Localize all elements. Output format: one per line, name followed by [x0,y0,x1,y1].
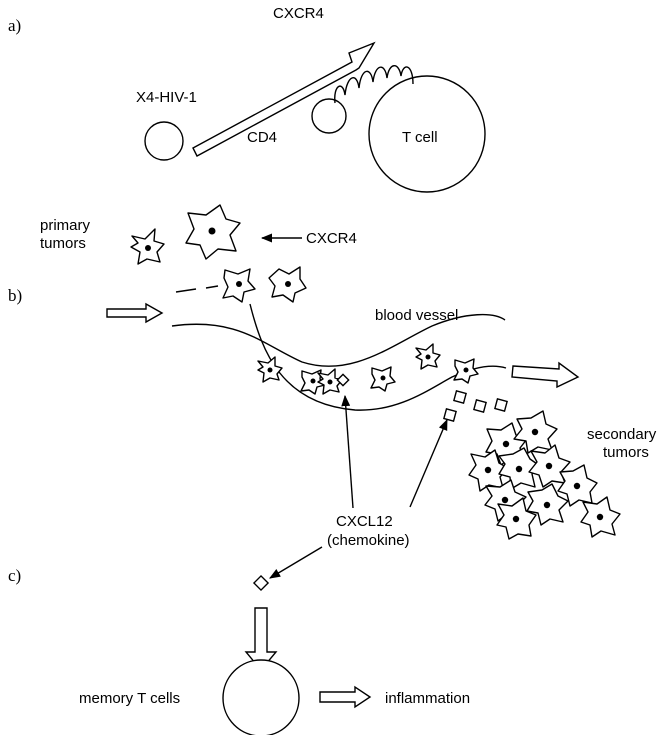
cd4-receptor [312,99,346,133]
chemokine-particles [444,391,507,421]
secondary-tumors-label-2: tumors [603,444,649,461]
cxcr4-top-label: CXCR4 [273,5,324,22]
chemokine-arrow-vessel [345,396,353,508]
chemokine-particle [474,400,486,412]
chemokine-arrow-lower [270,547,322,578]
chemokine-particle [495,399,507,411]
outflow-arrow [512,363,578,387]
panel-a-label: a) [8,16,21,35]
chemokine-particle [444,409,456,421]
tumor-cell [416,344,440,369]
inflow-arrow [107,304,162,322]
chemokine-arrow-tissue [410,420,447,507]
memory-t-cells-label: memory T cells [79,690,180,707]
chemokine-particle [454,391,466,403]
chemokine-particle [254,576,268,590]
hiv-virus-particle [145,122,183,160]
tumor-cell [454,359,478,383]
hollow-arrow [193,43,374,156]
virus-label: X4-HIV-1 [136,89,197,106]
cxcr4-tumor-label: CXCR4 [306,230,357,247]
panel-b: primary tumors CXCR4 blood vessel [40,205,657,578]
primary-tumors-label-1: primary [40,217,91,234]
tumor-cell [131,229,164,264]
circulating-tumor-cells [258,344,478,394]
tumor-cell [371,367,395,391]
tumor-cell [269,267,306,302]
primary-tumors-label-2: tumors [40,235,86,252]
invasion-dash [176,289,196,292]
chemokine-desc-label: (chemokine) [327,532,410,549]
t-cell-label: T cell [402,129,438,146]
primary-tumor-cells [131,205,306,302]
panel-c: memory T cells inflammation [79,576,470,735]
tumor-cell [529,445,570,487]
panel-b-label: b) [8,286,22,305]
invasion-dash [206,286,218,288]
tumor-cell [223,269,255,302]
inflammation-arrow [320,687,370,707]
inflammation-label: inflammation [385,690,470,707]
panel-c-label: c) [8,566,21,585]
secondary-tumors-label-1: secondary [587,426,657,443]
tumor-cell [497,498,536,539]
tumor-cell [581,497,620,537]
cd4-label: CD4 [247,129,277,146]
chemokine-name-label: CXCL12 [336,513,393,530]
tumor-cell [258,357,282,382]
memory-t-cell [223,660,299,735]
tumor-cell [186,205,240,259]
panel-a: X4-HIV-1 CXCR4 CD4 T cell [136,5,485,192]
